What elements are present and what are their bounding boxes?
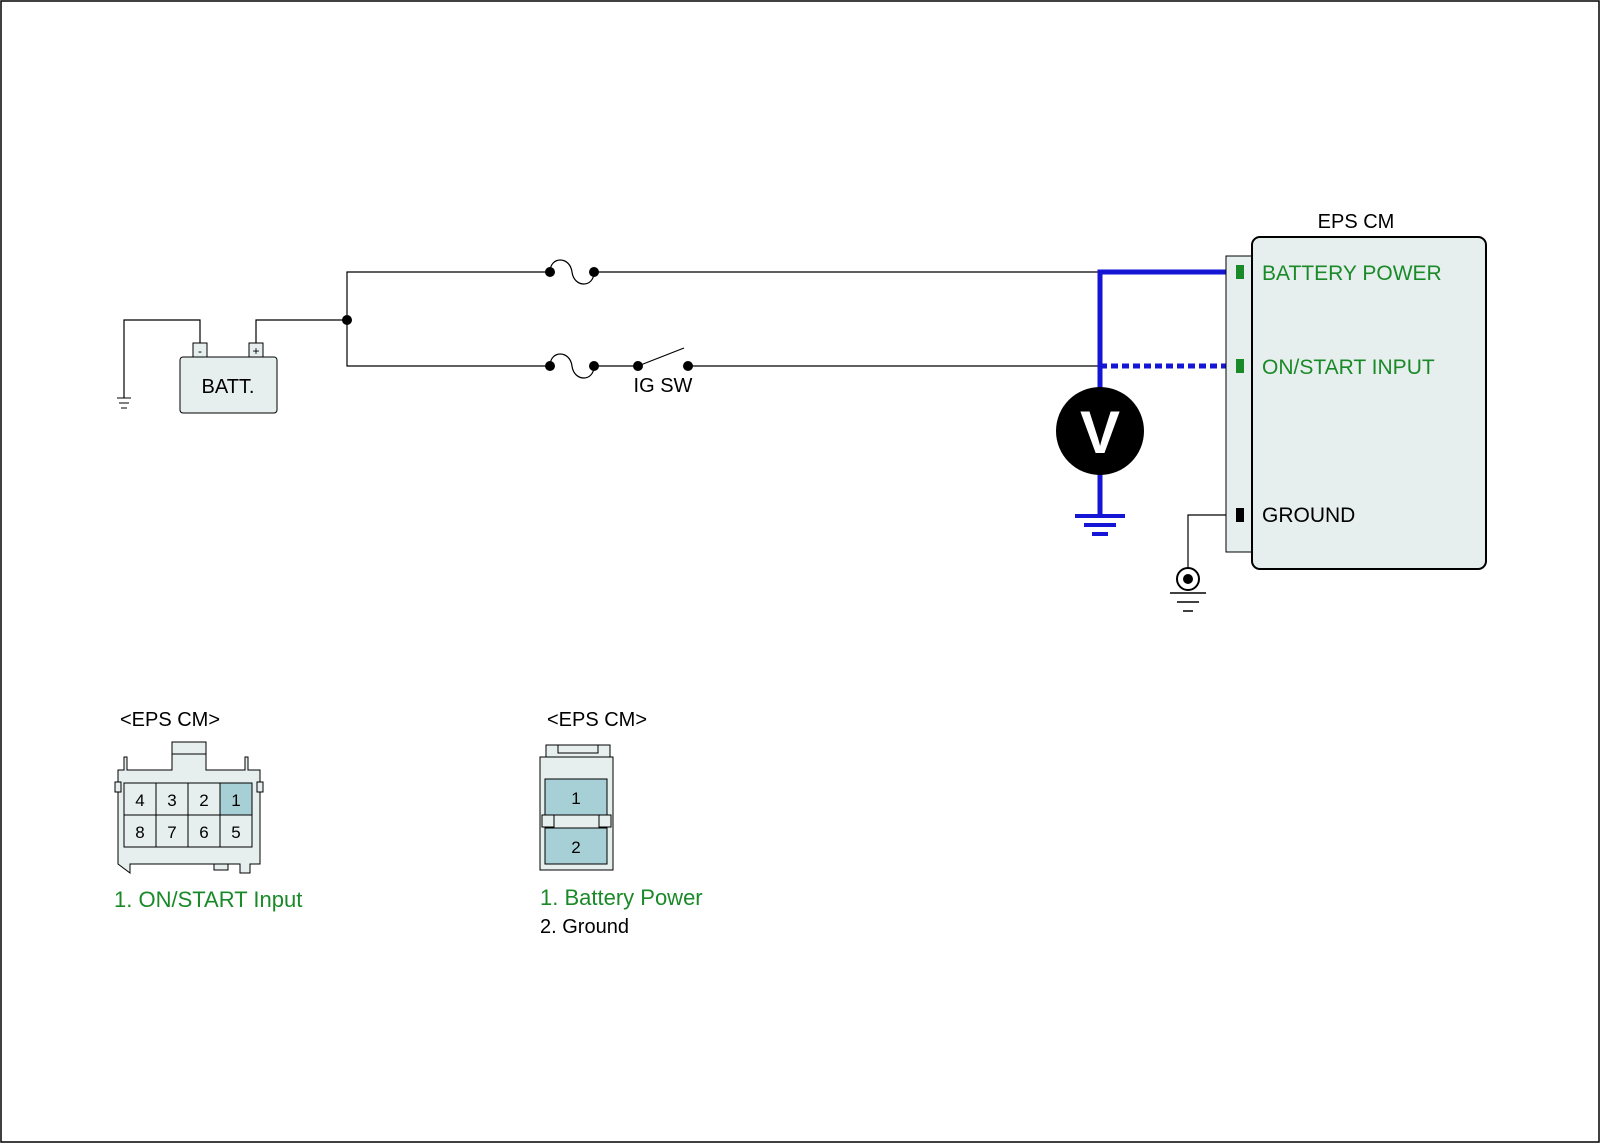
terminal-on-start-input-label: ON/START INPUT (1262, 356, 1435, 379)
battery-positive-wire (255, 319, 347, 343)
battery-negative-wire (123, 319, 201, 398)
battery-power-pin (1236, 265, 1244, 279)
connector-title: <EPS CM> (547, 709, 647, 731)
battery-body (179, 356, 278, 414)
fuse-terminal-dot (545, 267, 555, 277)
wire-upper-branch (346, 271, 550, 320)
connector-legend-item: 1. Battery Power (540, 885, 703, 910)
pin-cell (155, 782, 189, 816)
pin-cell (544, 778, 608, 816)
meter-ground-icon (1075, 514, 1125, 536)
connector-legend-item: 1. ON/START Input (114, 887, 302, 912)
body-ground-icon (1170, 567, 1206, 612)
fuse-terminal-dot (545, 361, 555, 371)
connector-legend-item: 2. Ground (540, 916, 629, 938)
ig-switch-label: IG SW (634, 375, 693, 397)
module-connector-block (1225, 255, 1255, 553)
pin-cell (123, 814, 157, 848)
circuit (117, 259, 1238, 570)
pin-number: 2 (199, 791, 208, 810)
switch-terminal-dot (683, 361, 693, 371)
battery-negative-symbol: - (198, 344, 202, 358)
terminal-battery-power-label: BATTERY POWER (1262, 262, 1442, 285)
fuse-lower-icon (549, 353, 595, 379)
pin-cell (219, 814, 253, 848)
voltmeter-label: V (1080, 399, 1120, 466)
connector-title: <EPS CM> (120, 709, 220, 731)
on-start-input-pin (1236, 359, 1244, 373)
pin-number: 8 (135, 823, 144, 842)
ig-switch-blade-icon (637, 347, 685, 367)
connector-2-pin: <EPS CM> 1 2 1. Battery Power 2. Ground (539, 709, 703, 938)
pin-number: 2 (571, 838, 580, 857)
terminal-ground-label: GROUND (1262, 504, 1355, 527)
voltmeter-icon: V (1056, 387, 1144, 475)
pin-cell (544, 827, 608, 865)
pin-number: 1 (571, 789, 580, 808)
connector-8-pin: <EPS CM> 4 3 2 1 8 7 6 5 1. ON/START Inp… (114, 709, 302, 912)
pin-cell (155, 814, 189, 848)
meter-positive-lead (1097, 269, 1239, 395)
pin-number: 5 (231, 823, 240, 842)
junction-dots (342, 267, 693, 371)
battery-positive-terminal (248, 342, 264, 358)
pin-cell (187, 782, 221, 816)
pin-cell (187, 814, 221, 848)
meter-leads (1075, 269, 1239, 536)
switch-terminal-dot (633, 361, 643, 371)
battery: - + BATT. (179, 342, 278, 414)
pin-number: 7 (167, 823, 176, 842)
module-body (1251, 236, 1487, 570)
pin-number: 1 (231, 791, 240, 810)
fuse-terminal-dot (589, 267, 599, 277)
module-ground-wire (1187, 514, 1238, 570)
battery-positive-symbol: + (252, 344, 259, 358)
fuse-upper-icon (549, 259, 595, 285)
chassis-ground-icon (117, 397, 131, 409)
wire-lower-branch (346, 320, 550, 367)
voltmeter-body (1056, 387, 1144, 475)
battery-negative-terminal (192, 342, 208, 358)
eps-cm-module: EPS CM BATTERY POWER ON/START INPUT GROU… (1225, 211, 1487, 570)
ground-pin (1236, 508, 1244, 522)
fuse-terminal-dot (589, 361, 599, 371)
splice-dot (342, 315, 352, 325)
connector-latch (171, 741, 207, 755)
pin-number: 3 (167, 791, 176, 810)
pin-number: 6 (199, 823, 208, 842)
pin-cell (219, 782, 253, 816)
module-title: EPS CM (1318, 211, 1395, 233)
pin-number: 4 (135, 791, 144, 810)
battery-label: BATT. (202, 376, 255, 398)
